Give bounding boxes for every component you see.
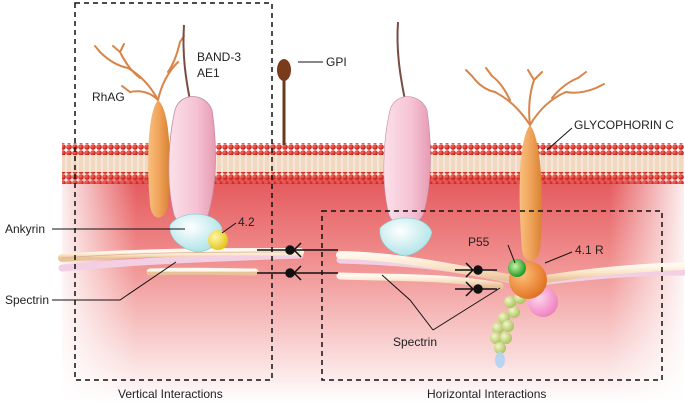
label-protein-4-1r: 4.1 R	[575, 243, 604, 257]
label-spectrin-left: Spectrin	[5, 293, 49, 307]
spectrin-filaments	[58, 248, 685, 290]
horizontal-interactions-box	[321, 210, 663, 381]
gpi-anchor	[277, 59, 291, 145]
ankyrin-right	[379, 217, 433, 257]
label-band3-line2: AE1	[197, 66, 220, 80]
rhag-protein	[94, 35, 185, 218]
glycophorin-c	[465, 67, 605, 261]
band3-right	[383, 21, 431, 227]
cytoplasm	[62, 178, 684, 403]
spectrin-junction-symbols	[257, 242, 497, 297]
label-glycophorin-c: GLYCOPHORIN C	[574, 118, 674, 132]
protein-4-1r-complex	[490, 259, 558, 368]
label-band3-line1: BAND-3	[197, 50, 241, 64]
label-spectrin-center: Spectrin	[393, 335, 437, 349]
label-protein-4-2: 4.2	[238, 215, 255, 229]
leader-lines	[52, 61, 573, 331]
protein-4-2	[208, 230, 228, 250]
band3-left	[168, 24, 216, 227]
protein-p55	[508, 259, 526, 277]
label-p55: P55	[468, 235, 490, 249]
label-horizontal-interactions: Horizontal Interactions	[427, 387, 546, 401]
label-gpi: GPI	[326, 55, 347, 69]
label-ankyrin: Ankyrin	[5, 222, 45, 236]
diagram-labels: RhAG BAND-3 AE1 GPI GLYCOPHORIN C Ankyri…	[5, 50, 674, 401]
actin-beads	[490, 292, 526, 368]
label-rhag: RhAG	[92, 90, 125, 104]
label-vertical-interactions: Vertical Interactions	[118, 387, 223, 401]
